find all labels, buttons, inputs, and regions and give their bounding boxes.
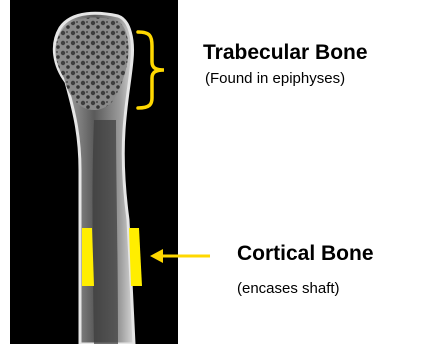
trabecular-bone-note: (Found in epiphyses): [205, 70, 345, 87]
trabecular-bone-title: Trabecular Bone: [203, 41, 368, 65]
medullary-cavity: [93, 120, 119, 344]
cortical-bone-note: (encases shaft): [237, 280, 340, 297]
cortical-highlight-left: [82, 228, 94, 286]
cortical-bone-title: Cortical Bone: [237, 242, 374, 266]
